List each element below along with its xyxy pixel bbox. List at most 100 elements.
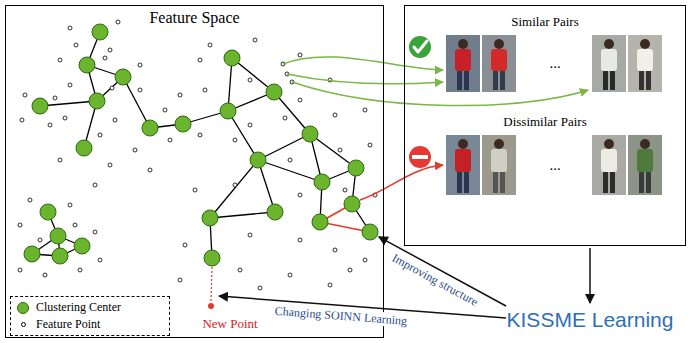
person-image xyxy=(457,172,462,193)
feature-point xyxy=(108,163,112,167)
legend-symbol xyxy=(21,322,26,327)
graph-edge xyxy=(123,77,150,128)
feature-point xyxy=(198,133,202,137)
graph-edge xyxy=(210,212,275,218)
graph-edge xyxy=(258,134,310,160)
graph-edge xyxy=(210,160,258,218)
arrow-label: Improving structure xyxy=(388,250,481,309)
feature-point xyxy=(298,98,302,102)
feature-point xyxy=(116,20,120,24)
legend-swatch xyxy=(17,302,29,314)
ellipsis: ... xyxy=(549,54,560,72)
feature-point xyxy=(53,96,57,100)
feature-point xyxy=(288,158,292,162)
feature-point xyxy=(58,158,62,162)
clustering-center xyxy=(52,248,68,264)
feature-point xyxy=(298,193,302,197)
person-image xyxy=(603,172,608,193)
person-image xyxy=(601,149,617,172)
panel-heading: Dissimilar Pairs xyxy=(503,114,586,130)
clustering-center xyxy=(115,69,131,85)
graph-edge xyxy=(310,134,356,168)
feature-point xyxy=(113,118,117,122)
feature-point xyxy=(18,268,22,272)
person-image xyxy=(628,135,662,195)
dissimilar-link-arrow xyxy=(360,165,443,200)
feature-point xyxy=(298,238,302,242)
person-image xyxy=(628,35,662,92)
new-point-marker xyxy=(211,267,212,302)
feature-point xyxy=(68,83,72,87)
person-image xyxy=(628,135,662,195)
feature-point xyxy=(18,20,377,290)
feature-point xyxy=(98,258,102,262)
feature-point xyxy=(138,88,142,92)
clustering-center xyxy=(40,204,56,220)
new-point-marker xyxy=(208,303,214,309)
feature-point xyxy=(193,188,197,192)
feature-point xyxy=(248,78,252,82)
clustering-center xyxy=(76,140,92,156)
similar-icon xyxy=(414,41,427,52)
person-image xyxy=(482,135,516,195)
feature-point xyxy=(43,273,47,277)
feature-point xyxy=(93,183,97,187)
person-image xyxy=(500,172,505,193)
clustering-center xyxy=(314,174,330,190)
feature-point xyxy=(363,258,367,262)
point-label: New Point xyxy=(202,316,257,332)
person-image xyxy=(491,49,507,71)
graph-edge xyxy=(40,101,97,106)
clustering-center xyxy=(204,250,220,266)
feature-point xyxy=(23,93,27,97)
pair-link-arrow xyxy=(283,57,443,70)
ellipsis: ... xyxy=(549,156,560,174)
person-image xyxy=(464,71,469,90)
feature-point xyxy=(368,143,372,147)
similar-icon xyxy=(409,36,431,58)
module-name: KISSME Learning xyxy=(507,307,674,332)
dissimilar-icon xyxy=(412,155,428,159)
similar-icon xyxy=(409,36,431,58)
person-image xyxy=(640,139,650,149)
dissimilar-link-arrow xyxy=(360,165,443,200)
feature-point xyxy=(163,108,167,112)
feature-point xyxy=(73,223,77,227)
person-image xyxy=(637,49,653,71)
feature-point xyxy=(288,273,292,277)
pair-link-arrow xyxy=(287,74,443,84)
clustering-center xyxy=(89,93,105,109)
person-image xyxy=(646,71,651,90)
person-image xyxy=(458,139,468,149)
feature-point xyxy=(148,168,152,172)
clustering-center xyxy=(348,160,364,176)
clustering-center xyxy=(362,224,378,240)
person-image xyxy=(639,172,644,193)
feature-point xyxy=(333,113,337,117)
clustering-center xyxy=(74,238,90,254)
legend-row: Clustering Center xyxy=(11,299,169,316)
feature-point xyxy=(138,63,142,67)
dissimilar-icon xyxy=(409,146,431,168)
person-image xyxy=(640,39,650,49)
clustering-center xyxy=(302,126,318,142)
person-image xyxy=(628,35,662,92)
clustering-center xyxy=(344,196,360,212)
pair-link-arrow xyxy=(292,82,588,106)
feature-point xyxy=(328,283,332,287)
graph-edge xyxy=(258,160,322,182)
panel-title: Feature Space xyxy=(149,8,239,27)
feature-point xyxy=(343,188,347,192)
feature-point xyxy=(178,93,182,97)
feature-point xyxy=(258,286,262,290)
clustering-center xyxy=(224,50,240,66)
feature-point xyxy=(208,43,212,47)
clustering-center xyxy=(142,120,158,136)
clustering-center xyxy=(32,98,48,114)
feature-point xyxy=(233,138,237,142)
clustering-center xyxy=(312,214,328,230)
feature-point xyxy=(363,108,367,112)
clustering-center xyxy=(50,228,66,244)
feature-point xyxy=(108,48,112,52)
person-image xyxy=(493,71,498,90)
